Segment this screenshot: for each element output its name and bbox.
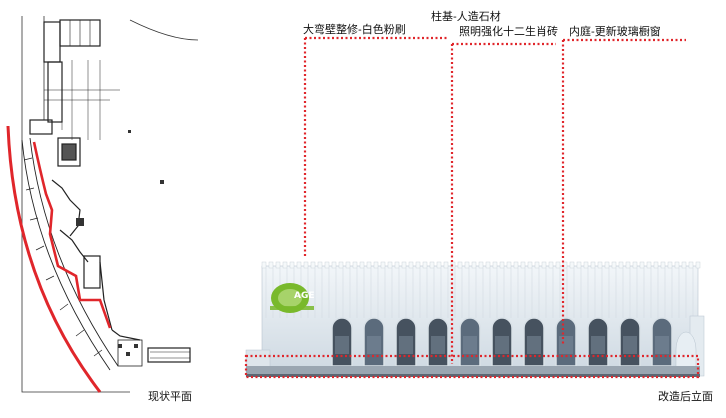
callout-lines — [244, 36, 700, 379]
arch-glass — [655, 336, 669, 354]
arch-glass — [527, 336, 541, 354]
plinth-band — [246, 366, 700, 376]
left-caption: 现状平面 — [148, 390, 192, 403]
annotation-courtyard: 内庭-更新玻璃橱窗 — [569, 25, 661, 38]
arch-glass — [463, 336, 477, 354]
annotation-wall: 大弯壁整修-白色粉刷 — [303, 23, 406, 36]
facade-parapet — [261, 261, 701, 269]
annotation-lighting: 照明强化十二生肖砖 — [459, 25, 558, 38]
plan-marks — [76, 130, 164, 356]
floor-plan-drawing — [6, 16, 199, 393]
arch-glass — [367, 336, 381, 354]
facade-arches — [331, 317, 673, 367]
arch-glass — [431, 336, 445, 354]
logo-text: AGE — [294, 291, 315, 301]
arch-glass — [495, 336, 509, 354]
arch-glass — [623, 336, 637, 354]
plan-curved-colonnade — [21, 137, 119, 371]
arch-glass — [399, 336, 413, 354]
arch-glass — [559, 336, 573, 354]
right-caption: 改造后立面 — [658, 390, 713, 403]
plan-structure — [29, 19, 191, 367]
arch-glass — [591, 336, 605, 354]
plan-red-outline — [6, 125, 112, 393]
facade-logo — [270, 283, 314, 313]
annotation-plinth: 柱基-人造石材 — [431, 10, 501, 23]
arch-glass — [335, 336, 349, 354]
